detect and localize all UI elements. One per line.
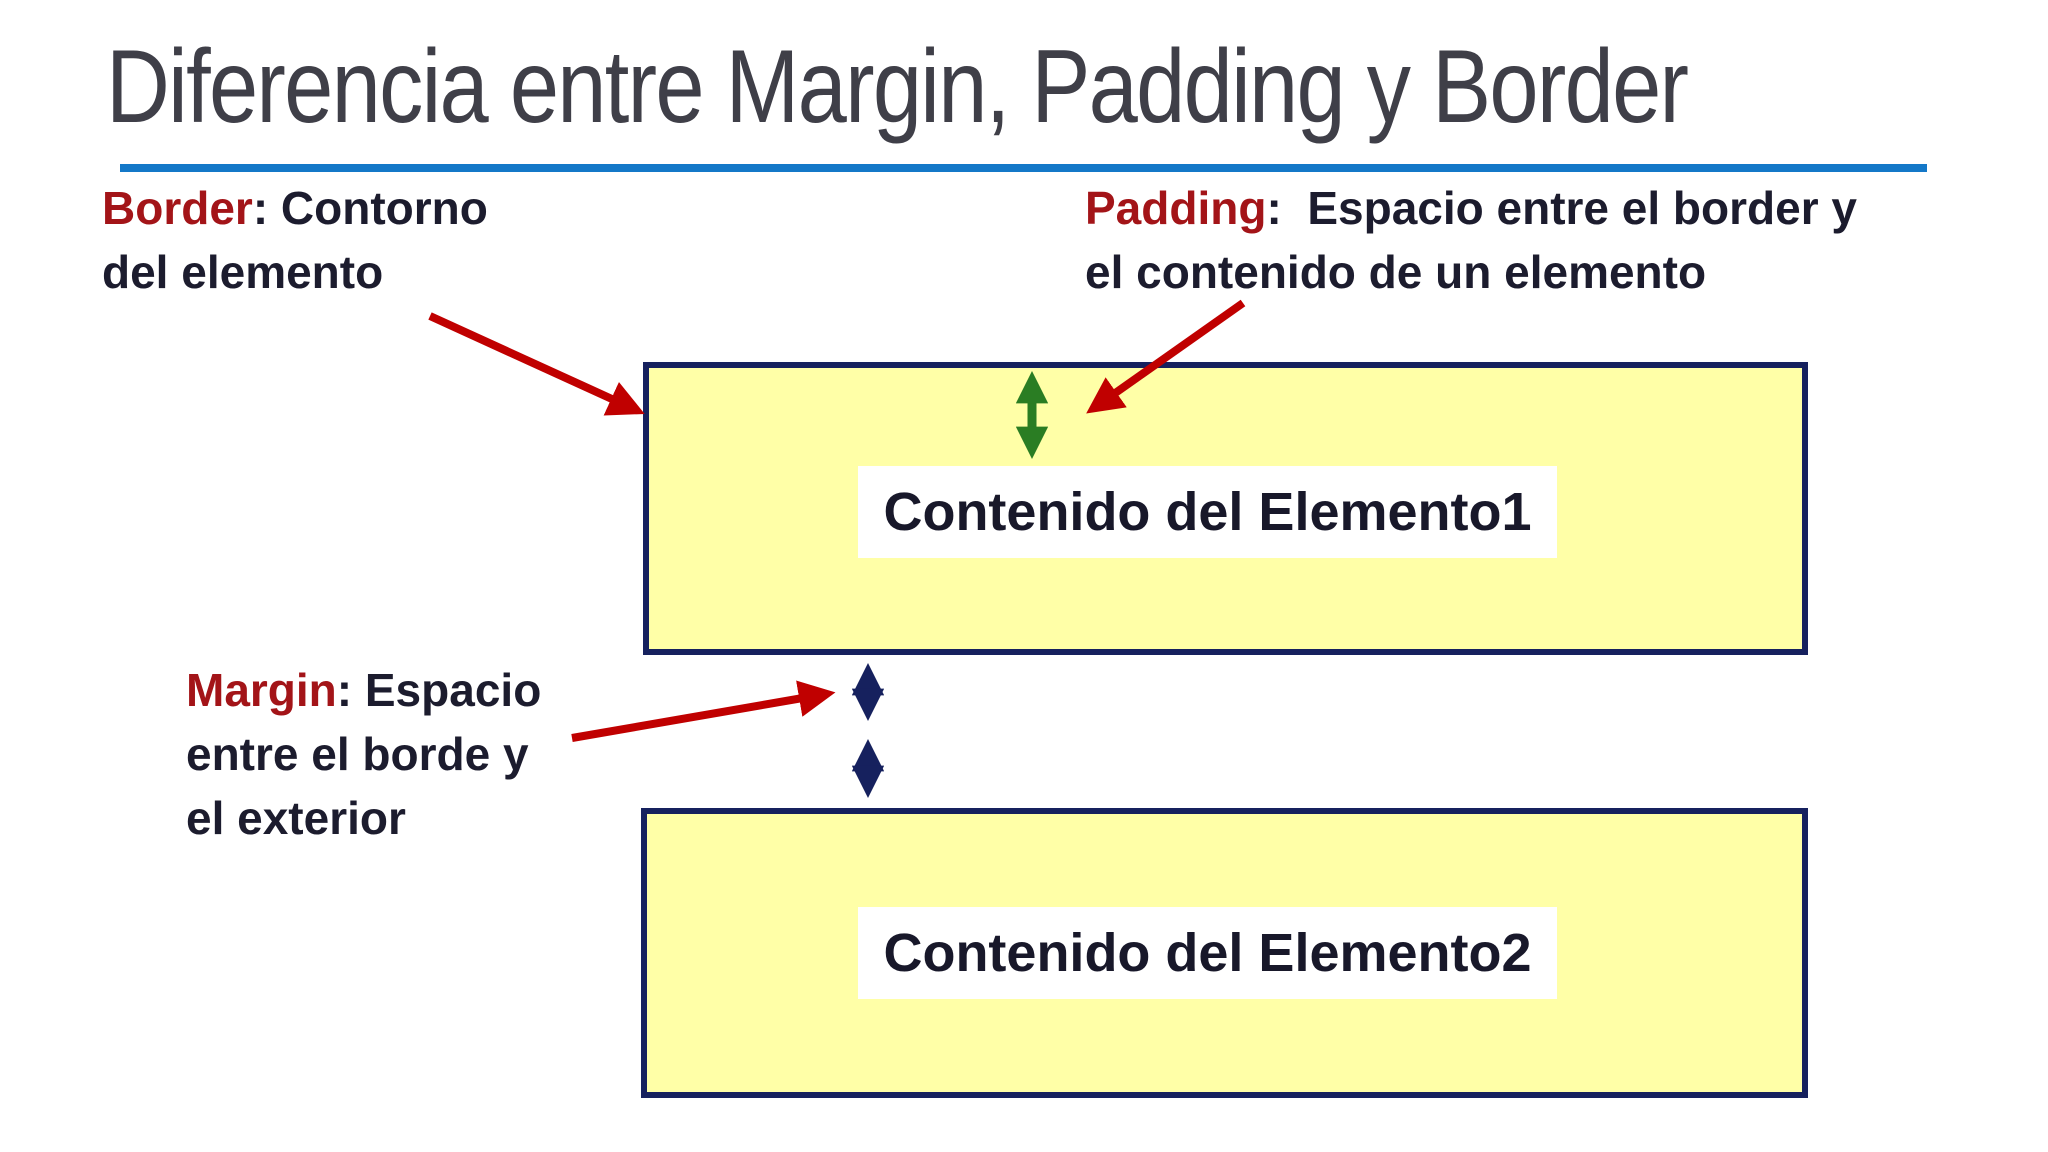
padding-label-line2: el contenido de un elemento bbox=[1085, 246, 1707, 298]
padding-keyword: Padding bbox=[1085, 182, 1267, 234]
border-label-rest: : Contorno bbox=[252, 182, 488, 234]
element-1-content: Contenido del Elemento1 bbox=[858, 466, 1557, 558]
border-label-line1: Border: Contorno bbox=[102, 176, 488, 240]
padding-label: Padding: Espacio entre el border y el co… bbox=[1085, 176, 1857, 304]
margin-label-line3: el exterior bbox=[186, 792, 406, 844]
margin-keyword: Margin bbox=[186, 664, 337, 716]
padding-label-line1: Padding: Espacio entre el border y bbox=[1085, 176, 1857, 240]
margin-label-rest: : Espacio bbox=[336, 664, 542, 716]
margin-label-line2: entre el borde y bbox=[186, 728, 529, 780]
page-title: Diferencia entre Margin, Padding y Borde… bbox=[106, 29, 1689, 145]
border-pointer-arrow-icon bbox=[428, 312, 645, 416]
border-label-line2: del elemento bbox=[102, 246, 384, 298]
title-underline bbox=[120, 164, 1927, 172]
border-keyword: Border bbox=[102, 182, 253, 234]
margin-pointer-arrow-icon bbox=[571, 680, 836, 742]
margin-label: Margin: Espacio entre el borde y el exte… bbox=[186, 658, 541, 850]
border-label: Border: Contorno del elemento bbox=[102, 176, 488, 304]
margin-label-line1: Margin: Espacio bbox=[186, 658, 541, 722]
padding-label-rest: : Espacio entre el border y bbox=[1266, 182, 1857, 234]
element-2-content: Contenido del Elemento2 bbox=[858, 907, 1557, 999]
